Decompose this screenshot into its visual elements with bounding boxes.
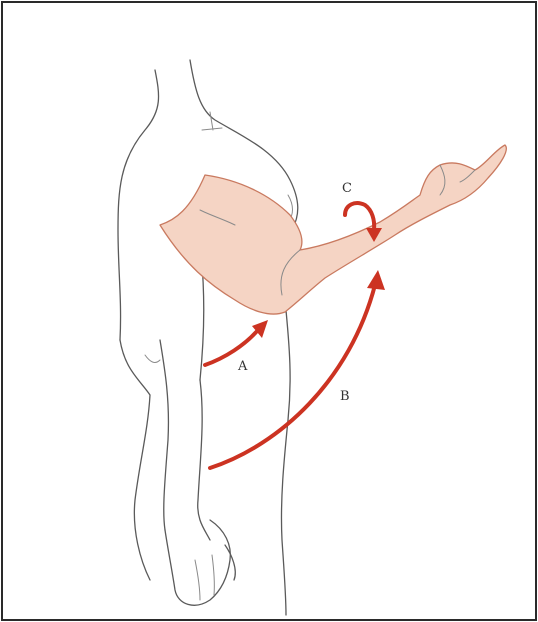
label-b: B xyxy=(340,389,350,404)
label-a: A xyxy=(237,359,248,374)
label-c: C xyxy=(342,181,352,196)
